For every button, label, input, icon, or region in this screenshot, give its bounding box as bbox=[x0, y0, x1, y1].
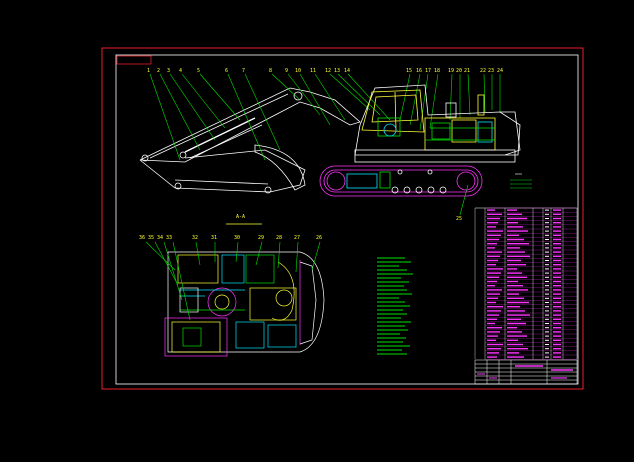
section-label: A-A bbox=[236, 214, 245, 220]
callout-22: 22 bbox=[480, 68, 486, 74]
callout-29: 29 bbox=[258, 235, 264, 241]
callout-16: 16 bbox=[416, 68, 422, 74]
callout-36: 36 bbox=[139, 235, 145, 241]
parts-list-table bbox=[474, 207, 578, 360]
callout-3: 3 bbox=[167, 68, 170, 74]
plan-view bbox=[164, 251, 325, 357]
callout-1: 1 bbox=[147, 68, 150, 74]
callout-19: 19 bbox=[448, 68, 454, 74]
callout-31: 31 bbox=[211, 235, 217, 241]
callout-18: 18 bbox=[434, 68, 440, 74]
upper-structure bbox=[354, 84, 521, 156]
callout-12: 12 bbox=[325, 68, 331, 74]
callout-15: 15 bbox=[406, 68, 412, 74]
callout-21: 21 bbox=[464, 68, 470, 74]
callout-17: 17 bbox=[425, 68, 431, 74]
callout-13: 13 bbox=[334, 68, 340, 74]
callout-27: 27 bbox=[294, 235, 300, 241]
outer-frame bbox=[101, 47, 584, 390]
callout-32: 32 bbox=[192, 235, 198, 241]
undercarriage bbox=[319, 149, 516, 197]
callout-6: 6 bbox=[225, 68, 228, 74]
callout-numbers-top: 1 2 3 4 5 6 7 8 9 10 11 12 13 14 15 16 1… bbox=[147, 68, 503, 222]
technical-notes bbox=[377, 257, 413, 355]
leader-lines-plan bbox=[145, 241, 321, 321]
small-note-block bbox=[510, 173, 532, 189]
callout-5: 5 bbox=[197, 68, 200, 74]
callout-2: 2 bbox=[157, 68, 160, 74]
callout-23: 23 bbox=[488, 68, 494, 74]
callout-9: 9 bbox=[285, 68, 288, 74]
callout-10: 10 bbox=[295, 68, 301, 74]
callout-4: 4 bbox=[179, 68, 182, 74]
callout-7: 7 bbox=[242, 68, 245, 74]
corner-label-box bbox=[116, 55, 152, 65]
callout-35: 35 bbox=[148, 235, 154, 241]
callout-28: 28 bbox=[276, 235, 282, 241]
callout-numbers-plan: 36 35 34 33 32 31 30 29 28 27 26 bbox=[139, 235, 322, 241]
callout-30: 30 bbox=[234, 235, 240, 241]
front-attachment bbox=[139, 87, 361, 194]
callout-25: 25 bbox=[456, 216, 462, 222]
plan-view-title: A-A bbox=[226, 214, 262, 225]
callout-8: 8 bbox=[269, 68, 272, 74]
callout-11: 11 bbox=[310, 68, 316, 74]
callout-34: 34 bbox=[157, 235, 163, 241]
callout-26: 26 bbox=[316, 235, 322, 241]
callout-20: 20 bbox=[456, 68, 462, 74]
callout-14: 14 bbox=[344, 68, 350, 74]
title-block bbox=[474, 359, 578, 385]
callout-33: 33 bbox=[166, 235, 172, 241]
leader-lines-top bbox=[149, 73, 501, 216]
callout-24: 24 bbox=[497, 68, 503, 74]
inner-frame bbox=[115, 54, 579, 385]
